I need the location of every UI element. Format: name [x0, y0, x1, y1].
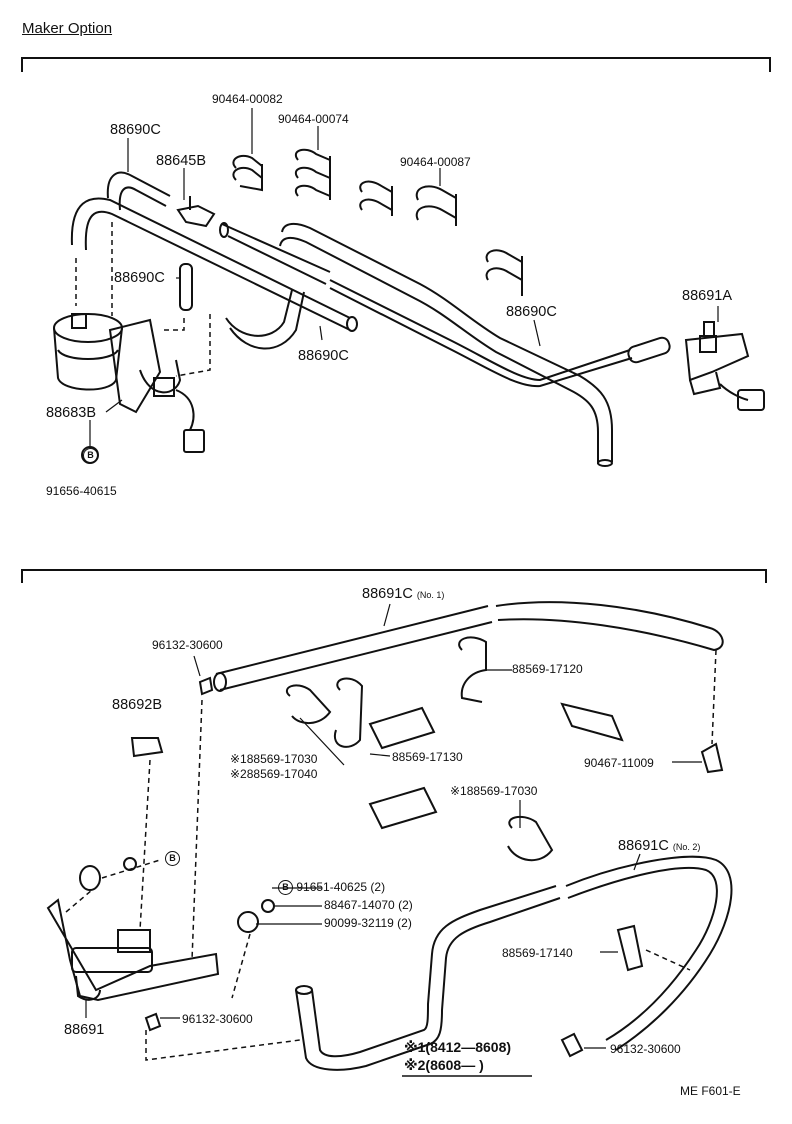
label-hose-no2: 88691C (No. 2) — [618, 838, 701, 854]
label-clip-00074: 90464-00074 — [278, 112, 349, 126]
label-hose-88690c-a: 88690C — [110, 122, 161, 138]
hose-88691c-no1 — [213, 601, 724, 692]
bolt-symbol-top: B — [83, 448, 98, 464]
clip-90464-00082 — [232, 154, 263, 192]
label-bracket-88692b: 88692B — [112, 697, 162, 713]
bolt-symbol-bottom: B — [165, 851, 180, 867]
page-title: Maker Option — [22, 20, 113, 37]
label-clip-17120: 88569-17120 — [512, 662, 583, 676]
label-clamp-bottom-right: 96132-30600 — [610, 1042, 681, 1056]
label-clip-00082: 90464-00082 — [212, 92, 283, 106]
label-grommet: 90099-32119 (2) — [324, 916, 412, 930]
valve-88683b — [53, 313, 205, 453]
top-guide-lines — [75, 222, 211, 377]
top-section-bracket — [21, 57, 771, 72]
label-valve-88691a: 88691A — [682, 288, 732, 304]
vacuum-line — [329, 279, 671, 388]
label-clip-17030b: ※188569-17030 — [450, 784, 538, 798]
label-clip-90467: 90467-11009 — [584, 756, 654, 770]
clip-90464-00087 — [359, 180, 523, 296]
label-hose-88690c-b: 88690C — [114, 270, 165, 286]
hose-88690c-long — [219, 222, 613, 467]
valve-88691 — [46, 898, 220, 1002]
label-clamp-bottom-left: 96132-30600 — [182, 1012, 253, 1026]
label-hose-no1: 88691C (No. 1) — [362, 586, 445, 602]
label-hose-88690c-c: 88690C — [298, 348, 349, 364]
hose-88690c-short — [106, 171, 171, 211]
label-clip-17040: ※288569-17040 — [230, 767, 318, 781]
note-range-1: ※1(8412—8608) — [404, 1039, 512, 1055]
label-clip-17130: 88569-17130 — [392, 750, 463, 764]
label-clamp-top-left: 96132-30600 — [152, 638, 223, 652]
bottom-section-bracket — [21, 569, 767, 583]
hose-pieces — [368, 702, 624, 830]
label-connector-88645b: 88645B — [156, 153, 206, 169]
connector-88645b — [176, 196, 216, 228]
hose-88691c-no2 — [295, 855, 733, 1071]
label-hose-88690c-d: 88690C — [506, 304, 557, 320]
label-valve-88683b: 88683B — [46, 405, 96, 421]
hose-88690c-upper — [70, 197, 358, 332]
label-clip-00087: 90464-00087 — [400, 155, 471, 169]
footer-code: ME F601-E — [680, 1084, 741, 1098]
bracket-88692b — [130, 737, 164, 758]
hose-88690c-lower — [225, 289, 305, 350]
top-leader-lines — [89, 108, 719, 446]
note-range-2: ※2(8608— ) — [404, 1057, 484, 1073]
label-valve-88691: 88691 — [64, 1022, 105, 1038]
label-clip-17030: ※188569-17030 — [230, 752, 318, 766]
valve-88691a — [684, 321, 765, 411]
bottom-guide-lines — [65, 649, 717, 1061]
label-bolt-40625: B 91651-40625 (2) — [278, 880, 385, 896]
label-bolt-91656: 91656-40615 — [46, 484, 117, 498]
label-clip-17140: 88569-17140 — [502, 946, 573, 960]
tube-88690c-small — [179, 263, 193, 311]
label-washer: 88467-14070 (2) — [324, 898, 413, 912]
grommets — [79, 676, 584, 1058]
clip-90464-00074 — [295, 148, 331, 200]
bottom-leader-lines — [85, 603, 702, 1049]
